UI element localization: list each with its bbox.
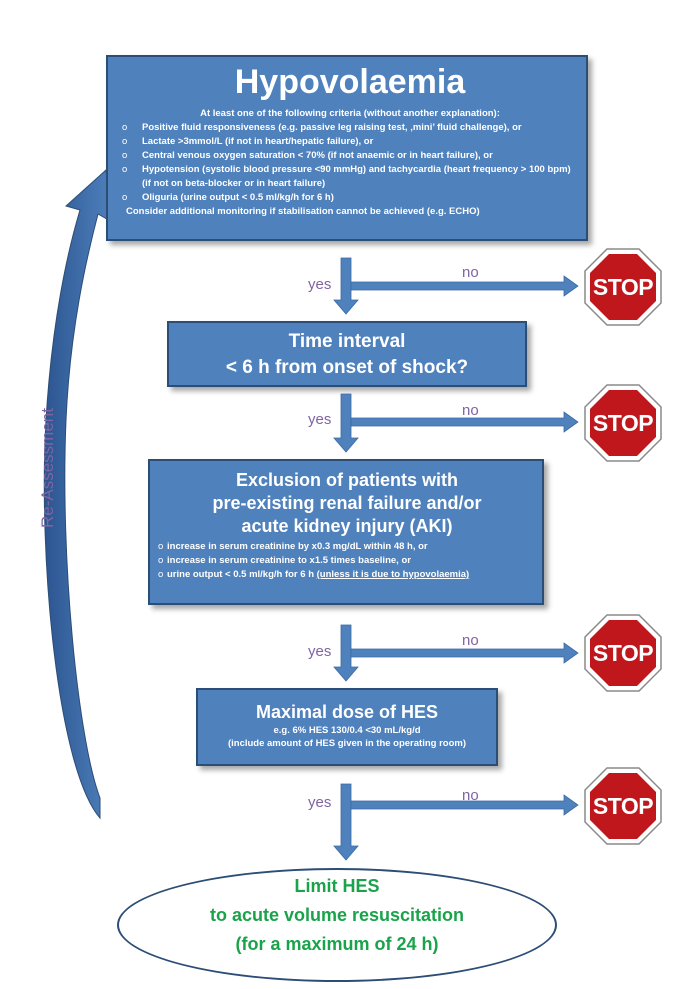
stop-text: STOP [592, 640, 654, 666]
time-interval-box: Time interval < 6 h from onset of shock? [167, 321, 527, 387]
final-ellipse [117, 868, 557, 982]
hypovolaemia-intro: At least one of the following criteria (… [200, 108, 500, 119]
criterion-text: Central venous oxygen saturation < 70% (… [142, 150, 493, 161]
octagon-icon [584, 248, 662, 326]
octagon-icon [584, 767, 662, 845]
down-arrow [333, 783, 359, 861]
criterion-item: o Positive fluid responsiveness (e.g. pas… [122, 121, 578, 135]
max-dose-title: Maximal dose of HES [255, 702, 439, 722]
yes-label: yes [308, 276, 332, 293]
no-label: no [462, 264, 479, 281]
time-interval-line1: Time interval [288, 331, 406, 352]
hypovolaemia-footer: Consider additional monitoring if stabil… [126, 206, 480, 217]
criterion-item: o Hypotension (systolic blood pressure <9… [122, 163, 578, 191]
bullet-icon: o [158, 541, 164, 552]
hypovolaemia-box: Hypovolaemia At least one of the followi… [106, 55, 588, 241]
final-line1: Limit HES [294, 876, 380, 896]
bullet-icon: o [122, 150, 128, 161]
exclusion-item-text: increase in serum creatinine by x0.3 mg/… [167, 541, 428, 552]
exclusion-item-text: increase in serum creatinine to x1.5 tim… [167, 555, 411, 566]
criterion-text: Hypotension (systolic blood pressure <90… [142, 164, 571, 189]
stop-text: STOP [592, 793, 654, 819]
criterion-item: o Lactate >3mmol/L (if not in heart/hepat… [122, 135, 578, 149]
exclusion-box: Exclusion of patients with pre-existing … [148, 459, 544, 605]
yes-label: yes [308, 794, 332, 811]
criterion-text: Lactate >3mmol/L (if not in heart/hepati… [142, 136, 374, 147]
octagon-icon [584, 614, 662, 692]
exclusion-line3: acute kidney injury (AKI) [241, 516, 453, 536]
stop-sign: STOP [584, 767, 662, 845]
time-interval-line2: < 6 h from onset of shock? [225, 357, 469, 378]
hypovolaemia-title: Hypovolaemia [234, 63, 466, 101]
bullet-icon: o [122, 192, 128, 203]
stop-text: STOP [592, 274, 654, 300]
down-arrow [333, 624, 359, 682]
exclusion-line2: pre-existing renal failure and/or [212, 493, 482, 513]
criterion-item: o Central venous oxygen saturation < 70% … [122, 149, 578, 163]
reassessment-label: Re-Assessment [38, 408, 57, 528]
no-label: no [462, 787, 479, 804]
octagon-icon [584, 384, 662, 462]
down-arrow [333, 393, 359, 453]
final-line3: (for a maximum of 24 h) [235, 934, 439, 954]
no-label: no [462, 632, 479, 649]
exclusion-item-text: urine output < 0.5 ml/kg/h for 6 h [167, 569, 317, 580]
criterion-item: o Oliguria (urine output < 0.5 ml/kg/h fo… [122, 191, 578, 205]
stop-sign: STOP [584, 384, 662, 462]
exclusion-line1: Exclusion of patients with [235, 470, 459, 490]
stop-sign: STOP [584, 614, 662, 692]
bullet-icon: o [122, 164, 128, 175]
bullet-icon: o [158, 555, 164, 566]
bullet-icon: o [122, 136, 128, 147]
yes-label: yes [308, 411, 332, 428]
bullet-icon: o [122, 122, 128, 133]
max-dose-box: Maximal dose of HES e.g. 6% HES 130/0.4 … [196, 688, 498, 766]
final-line2: to acute volume resuscitation [209, 905, 465, 925]
final-text: Limit HES to acute volume resuscitation … [117, 872, 557, 959]
max-dose-line2: (include amount of HES given in the oper… [227, 738, 467, 749]
no-label: no [462, 402, 479, 419]
bullet-icon: o [158, 569, 164, 580]
yes-label: yes [308, 643, 332, 660]
stop-sign: STOP [584, 248, 662, 326]
criterion-text: Oliguria (urine output < 0.5 ml/kg/h for… [142, 192, 334, 203]
down-arrow [333, 257, 359, 315]
hypovolaemia-criteria: o Positive fluid responsiveness (e.g. pas… [122, 121, 578, 205]
criterion-text: Positive fluid responsiveness (e.g. pass… [142, 122, 522, 133]
stop-text: STOP [592, 410, 654, 436]
max-dose-line1: e.g. 6% HES 130/0.4 <30 mL/kg/d [273, 725, 421, 736]
exclusion-underlined-note: (unless it is due to hypovolaemia) [316, 569, 470, 580]
